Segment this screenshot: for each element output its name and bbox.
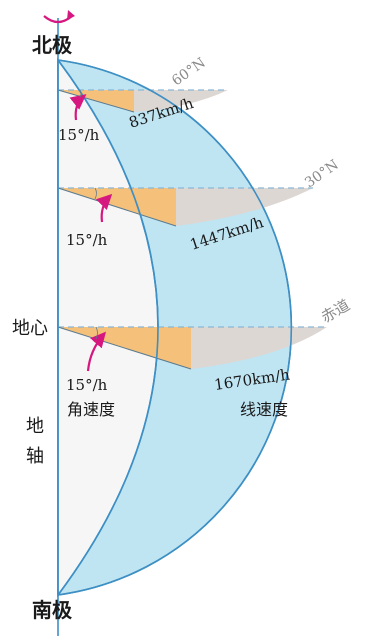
- speed-sector-60n: [134, 90, 228, 112]
- speed-sector-equator: [191, 327, 327, 369]
- south-pole-label: 南极: [32, 598, 73, 622]
- rate-label-30n: 15°/h: [66, 231, 108, 249]
- inner-outline: [57, 59, 159, 596]
- angle-arrow-equator: [86, 331, 107, 372]
- axis-label-char-1: 地: [26, 416, 44, 437]
- angular-velocity-label: 角速度: [67, 400, 115, 419]
- lat-60n-label: 60°N: [169, 55, 209, 89]
- curved-arrow-icon: [43, 10, 75, 24]
- rate-label-equator: 15°/h: [66, 376, 108, 394]
- lat-30n-label: 30°N: [302, 157, 342, 191]
- outer-outline: [57, 59, 293, 596]
- axis-label-char-2: 轴: [26, 446, 44, 467]
- rate-label-60n: 15°/h: [58, 126, 100, 144]
- speed-sector-30n: [176, 188, 313, 226]
- equator-label: 赤道: [318, 296, 353, 327]
- north-pole-label: 北极: [32, 33, 73, 57]
- angle-arrow-60n: [69, 94, 87, 121]
- linear-velocity-label: 线速度: [240, 400, 288, 419]
- angle-arrow-30n: [95, 193, 113, 223]
- earth-center-label: 地心: [12, 318, 48, 339]
- band-30n: [57, 187, 313, 227]
